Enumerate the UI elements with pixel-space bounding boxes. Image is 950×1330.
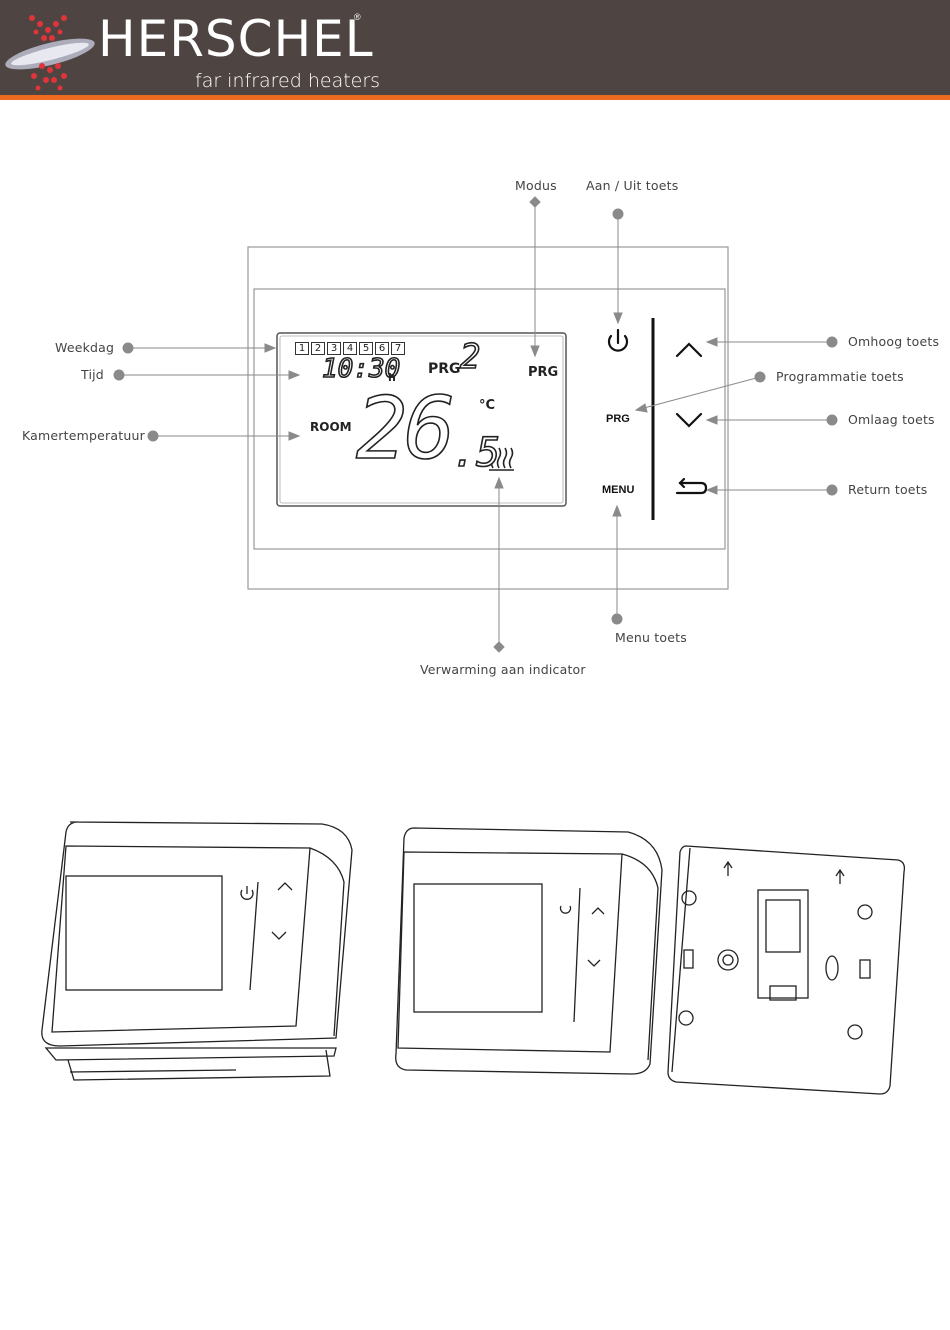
thermostat-front-icon	[396, 828, 662, 1074]
callout-return: Return toets	[848, 482, 928, 497]
up-button[interactable]	[674, 336, 704, 362]
thermostat-on-stand-icon	[42, 822, 352, 1080]
callout-power: Aan / Uit toets	[586, 178, 678, 193]
lcd-mode: PRG	[528, 365, 558, 380]
registered-mark: ®	[354, 12, 361, 22]
device-outer-frame	[248, 247, 728, 589]
menu-button[interactable]: MENU	[602, 484, 634, 496]
herschel-logo-icon	[2, 4, 102, 96]
lcd-prg-number: 2	[460, 340, 480, 374]
lcd-prg-label: PRG	[428, 361, 461, 377]
callout-room-temp: Kamertemperatuur	[22, 428, 145, 443]
callout-modus: Modus	[515, 178, 557, 193]
thermostat-diagram: Modus Aan / Uit toets Weekdag Tijd Kamer…	[0, 150, 950, 710]
callout-time: Tijd	[81, 367, 104, 382]
thermostat-backplate-icon	[668, 846, 904, 1094]
lcd-temperature-decimal: .5	[452, 433, 500, 473]
prg-button[interactable]: PRG	[606, 413, 630, 425]
callout-heating: Verwarming aan indicator	[420, 662, 586, 677]
callout-menu: Menu toets	[615, 630, 687, 645]
return-button[interactable]	[674, 476, 710, 502]
product-illustrations	[0, 810, 950, 1110]
lcd-temperature: 26	[356, 386, 452, 472]
brand-tagline: far infrared heaters	[195, 70, 380, 92]
lcd-room-label: ROOM	[310, 420, 352, 434]
brand-name: HERSCHEL	[98, 14, 374, 64]
callout-up: Omhoog toets	[848, 334, 939, 349]
power-button[interactable]	[603, 318, 633, 348]
header-banner: HERSCHEL ® far infrared heaters	[0, 0, 950, 100]
callout-down: Omlaag toets	[848, 412, 935, 427]
down-button[interactable]	[674, 408, 704, 434]
callout-program: Programmatie toets	[776, 369, 904, 384]
day-box: 1	[295, 342, 309, 355]
lcd-unit: °C	[479, 398, 495, 413]
product-drawings	[0, 810, 950, 1110]
callout-weekday: Weekdag	[55, 340, 114, 355]
